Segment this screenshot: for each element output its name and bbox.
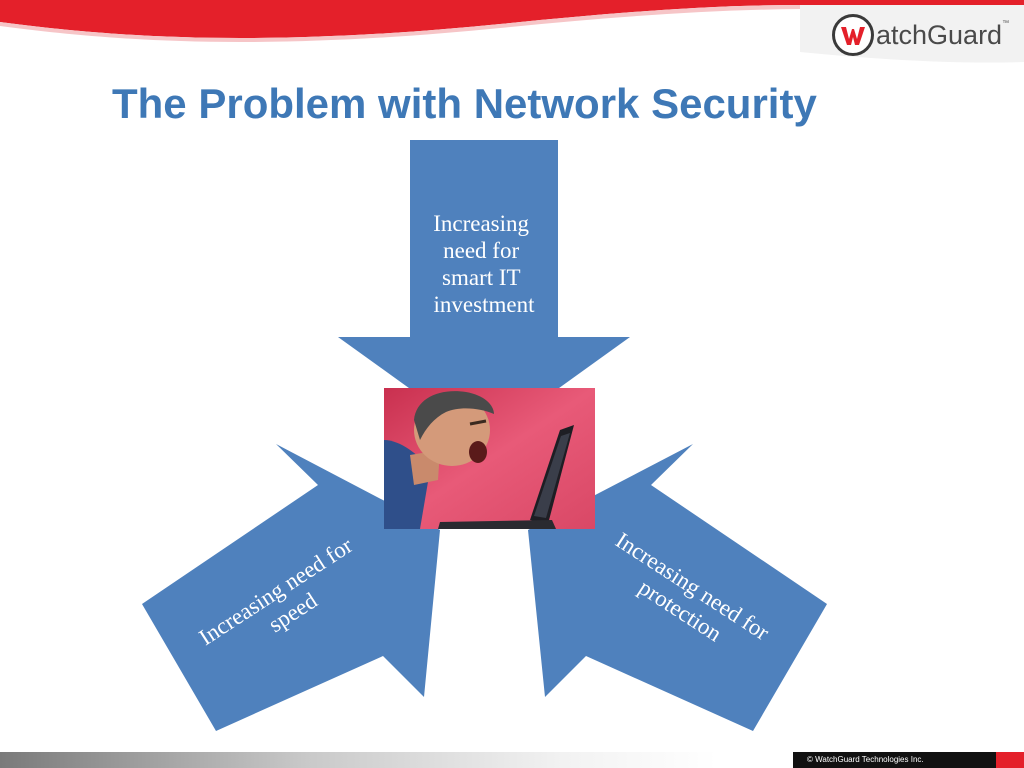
logo-text: atchGuard xyxy=(876,19,1003,50)
arrow-top-label: Increasing need for smart IT investment xyxy=(433,211,535,317)
arrow-top-label-line-2: need for xyxy=(443,238,519,263)
footer-copyright-box xyxy=(793,752,996,768)
page-title: The Problem with Network Security xyxy=(112,80,817,127)
arrow-top-label-line-1: Increasing xyxy=(433,211,529,236)
logo-trademark: ™ xyxy=(1002,20,1010,27)
footer-red-accent xyxy=(996,752,1024,768)
arrow-left xyxy=(142,444,440,731)
arrow-top-label-line-3: smart IT xyxy=(442,265,521,290)
footer-copyright: © WatchGuard Technologies Inc. xyxy=(807,755,924,764)
watchguard-w-icon xyxy=(832,14,874,56)
arrow-right xyxy=(528,444,827,731)
arrow-top-label-line-4: investment xyxy=(434,292,536,317)
footer-bar xyxy=(0,752,1024,768)
watchguard-logo: atchGuard ™ xyxy=(832,10,1009,60)
frustrated-man-yelling-at-laptop-photo xyxy=(384,388,595,529)
arrow-top xyxy=(338,140,630,442)
